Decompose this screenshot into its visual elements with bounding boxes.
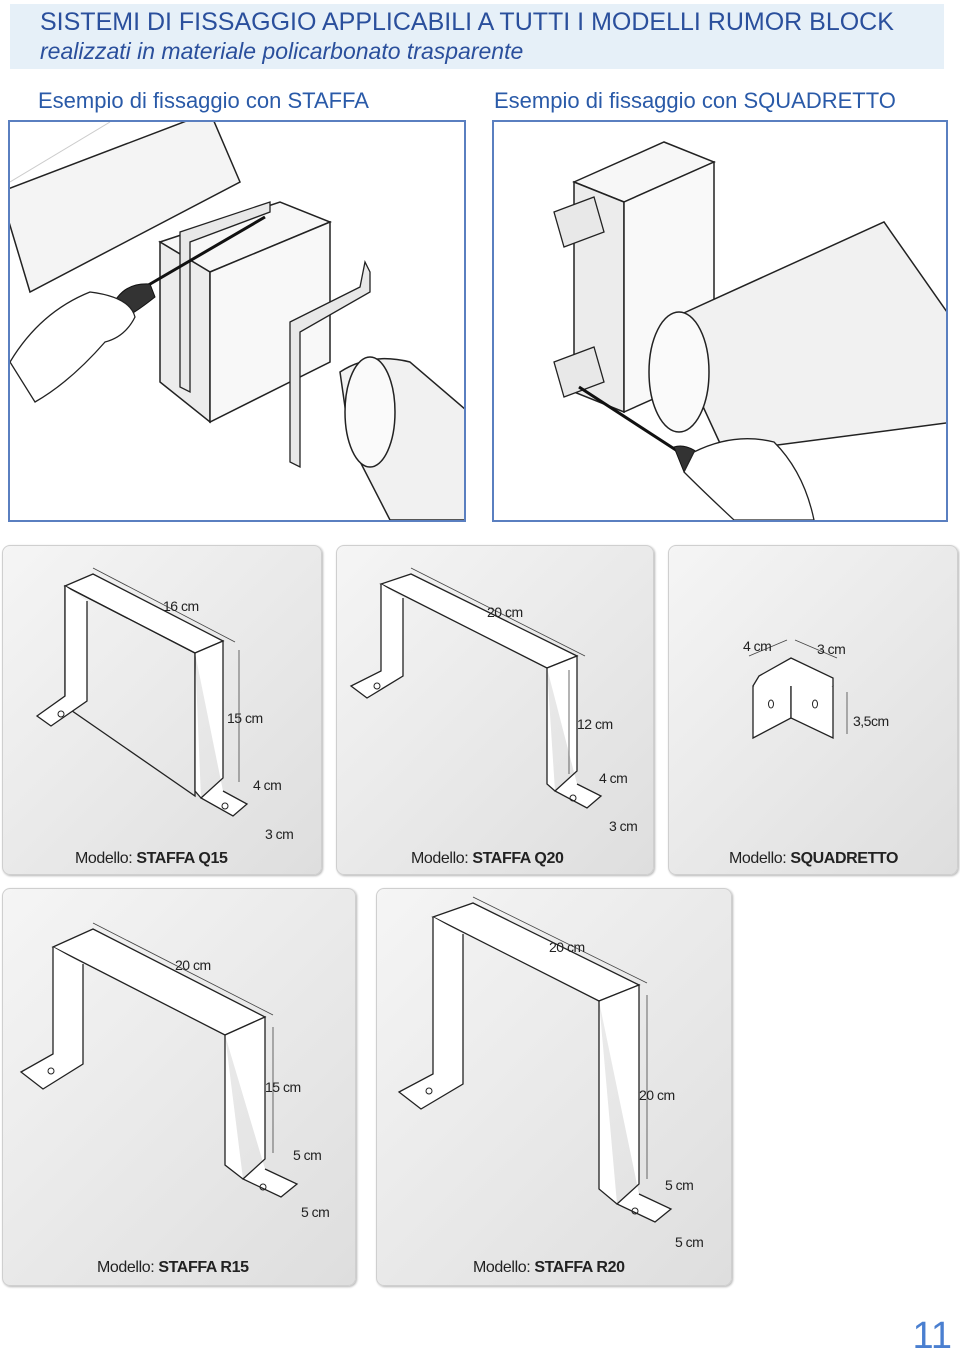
dim-width: 20 cm (549, 939, 585, 955)
dim-width: 20 cm (487, 604, 523, 620)
header-band (10, 4, 944, 69)
example-illustration-squadretto (492, 120, 948, 522)
staffa-q20-drawing (349, 567, 603, 809)
dim-height: 15 cm (227, 710, 263, 726)
dim-width: 20 cm (175, 957, 211, 973)
page-subtitle: realizzati in materiale policarbonato tr… (40, 38, 524, 64)
panel-staffa-q15: 16 cm 15 cm 4 cm 3 cm Modello: STAFFA Q1… (2, 545, 322, 875)
squadretto-drawing (748, 639, 848, 740)
example-label-squadretto: Esempio di fissaggio con SQUADRETTO (494, 88, 896, 113)
dim-leg-b: 3 cm (817, 641, 846, 657)
staffa-r20-drawing (397, 896, 673, 1223)
dim-foot-width: 3 cm (609, 818, 638, 834)
model-name-q15: Modello: STAFFA Q15 (75, 850, 228, 867)
dim-leg-a: 4 cm (743, 638, 772, 654)
page-number: 11 (912, 1315, 952, 1357)
dim-foot-width: 3 cm (265, 826, 294, 842)
model-name-squadretto: Modello: SQUADRETTO (729, 850, 899, 867)
model-name-q20: Modello: STAFFA Q20 (411, 850, 564, 867)
model-name-r15: Modello: STAFFA R15 (97, 1259, 249, 1276)
panel-staffa-q20: 20 cm 12 cm 4 cm 3 cm Modello: STAFFA Q2… (336, 545, 654, 875)
dim-height: 12 cm (577, 716, 613, 732)
staffa-q15-drawing (35, 567, 249, 817)
example-illustration-staffa (8, 120, 466, 522)
dim-foot-depth: 5 cm (665, 1177, 694, 1193)
dim-foot-depth: 5 cm (293, 1147, 322, 1163)
dim-foot-depth: 4 cm (599, 770, 628, 786)
staffa-r15-drawing (19, 922, 299, 1198)
dim-height: 3,5cm (853, 713, 889, 729)
panel-staffa-r20: 20 cm 20 cm 5 cm 5 cm Modello: STAFFA R2… (376, 888, 732, 1286)
example-label-staffa: Esempio di fissaggio con STAFFA (38, 88, 369, 113)
dim-height: 20 cm (639, 1087, 675, 1103)
panel-staffa-r15: 20 cm 15 cm 5 cm 5 cm Modello: STAFFA R1… (2, 888, 356, 1286)
panel-squadretto: 4 cm 3 cm 3,5cm Modello: SQUADRETTO (668, 545, 958, 875)
model-name-r20: Modello: STAFFA R20 (473, 1259, 625, 1276)
page-title: SISTEMI DI FISSAGGIO APPLICABILI A TUTTI… (40, 8, 894, 36)
dim-foot-width: 5 cm (301, 1204, 330, 1220)
squadretto-installation-drawing (553, 141, 946, 520)
dim-foot-width: 5 cm (675, 1234, 704, 1250)
dim-foot-depth: 4 cm (253, 777, 282, 793)
staffa-installation-drawing (10, 122, 464, 520)
dim-height: 15 cm (265, 1079, 301, 1095)
dim-width: 16 cm (163, 598, 199, 614)
